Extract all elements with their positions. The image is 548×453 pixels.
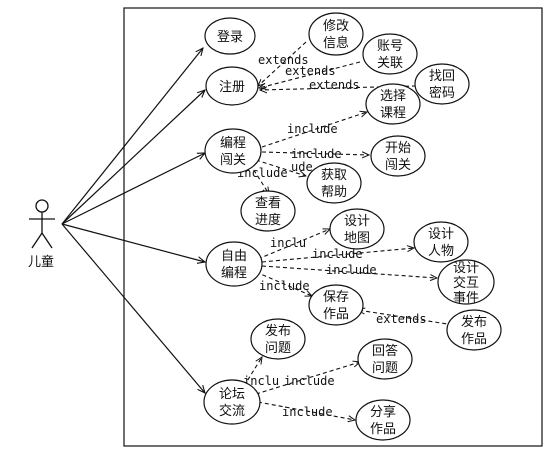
use-case-label: 登录 — [217, 30, 243, 45]
use-case-edit-info[interactable]: 修改 信息 — [308, 12, 364, 56]
use-case-start-level[interactable]: 开始 闯关 — [370, 135, 426, 177]
label-include-character: include — [312, 247, 363, 261]
use-case-level[interactable]: 编程 闯关 — [204, 128, 262, 174]
use-case-share-work[interactable]: 分享 作品 — [355, 399, 411, 441]
use-case-label: 发布 — [265, 323, 291, 339]
use-case-label: 闯关 — [220, 153, 246, 168]
use-case-label: 密码 — [429, 85, 455, 101]
use-case-publish-work[interactable]: 发布 作品 — [446, 309, 502, 351]
use-case-label: 注册 — [219, 80, 245, 95]
use-case-save-work[interactable]: 保存 作品 — [308, 284, 364, 326]
use-case-label: 帮助 — [321, 185, 347, 200]
label-include-share: include — [282, 405, 333, 419]
actor-name: 儿童 — [28, 254, 54, 270]
use-case-label: 账号 — [377, 39, 403, 54]
use-case-label: 编程 — [220, 136, 246, 151]
use-case-label: 问题 — [265, 341, 291, 356]
use-case-label: 作品 — [370, 422, 396, 437]
use-case-label: 回答 — [372, 343, 398, 359]
use-case-answer-question[interactable]: 回答 问题 — [357, 338, 413, 380]
use-case-choose-course[interactable]: 选择 课程 — [365, 83, 421, 125]
label-extends-link: extends — [285, 64, 336, 78]
label-include-answer: include — [284, 374, 335, 388]
label-inclu-post: inclu — [243, 374, 279, 388]
relation-labels: extends extends extends include include … — [237, 53, 427, 419]
use-case-label: 问题 — [372, 361, 398, 376]
use-case-label: 查看 — [255, 195, 281, 211]
use-case-label: 作品 — [461, 332, 487, 347]
use-case-get-help[interactable]: 获取 帮助 — [306, 162, 362, 204]
use-case-label: 修改 — [323, 19, 349, 34]
use-case-label: 获取 — [321, 168, 347, 183]
use-case-design-interaction[interactable]: 设计 交互 事件 — [437, 259, 495, 306]
label-include-interaction: include — [326, 263, 377, 277]
use-case-label: 设计 — [344, 214, 370, 229]
use-case-label: 关联 — [377, 56, 403, 71]
use-case-label: 保存 — [323, 290, 349, 305]
use-case-label: 闯关 — [385, 158, 411, 173]
use-case-login[interactable]: 登录 — [204, 17, 256, 55]
label-extends-publish: extends — [376, 312, 427, 326]
use-case-label: 发布 — [461, 314, 487, 330]
use-case-account-link[interactable]: 账号 关联 — [362, 33, 418, 75]
use-case-view-progress[interactable]: 查看 进度 — [240, 190, 296, 232]
label-include-progress: include — [237, 166, 288, 180]
use-case-design-map[interactable]: 设计 地图 — [329, 208, 385, 250]
use-case-label: 分享 — [370, 404, 396, 420]
use-case-label: 信息 — [323, 35, 349, 51]
use-case-label: 事件 — [453, 291, 479, 306]
label-include-course: include — [287, 122, 338, 136]
use-case-register[interactable]: 注册 — [205, 66, 259, 106]
use-case-find-password[interactable]: 找回 密码 — [414, 63, 470, 105]
associations — [61, 48, 205, 393]
use-case-label: 作品 — [323, 307, 349, 322]
dependencies — [243, 41, 461, 420]
system-boundary — [123, 7, 543, 447]
use-case-label: 设计 — [453, 261, 479, 276]
use-case-label: 人物 — [428, 244, 454, 259]
use-case-post-question[interactable]: 发布 问题 — [250, 318, 306, 360]
label-ude: ude — [291, 160, 313, 174]
label-include-start: include — [291, 147, 342, 161]
use-case-label: 选择 — [380, 89, 406, 104]
use-case-label: 自由 — [221, 249, 247, 264]
label-extends-find: extends — [309, 78, 360, 92]
use-case-label: 论坛 — [219, 387, 245, 402]
use-case-label: 开始 — [385, 141, 411, 156]
actor-child: 儿童 — [28, 199, 55, 270]
label-inclu-map: inclu — [270, 236, 306, 250]
use-case-label: 找回 — [429, 69, 455, 84]
use-case-label: 进度 — [255, 212, 281, 228]
use-case-free-program[interactable]: 自由 编程 — [205, 241, 263, 287]
label-extends-edit: extends — [258, 53, 309, 67]
use-case-forum[interactable]: 论坛 交流 — [203, 379, 261, 425]
use-case-label: 设计 — [428, 227, 454, 242]
use-case-design-character[interactable]: 设计 人物 — [413, 221, 469, 263]
use-case-label: 课程 — [380, 106, 406, 121]
use-case-label: 地图 — [344, 231, 370, 246]
actor-head — [35, 199, 49, 213]
use-case-label: 编程 — [221, 266, 247, 281]
use-case-label: 交互 — [453, 275, 479, 291]
label-include-save: include — [259, 279, 310, 293]
use-case-label: 交流 — [219, 403, 245, 419]
